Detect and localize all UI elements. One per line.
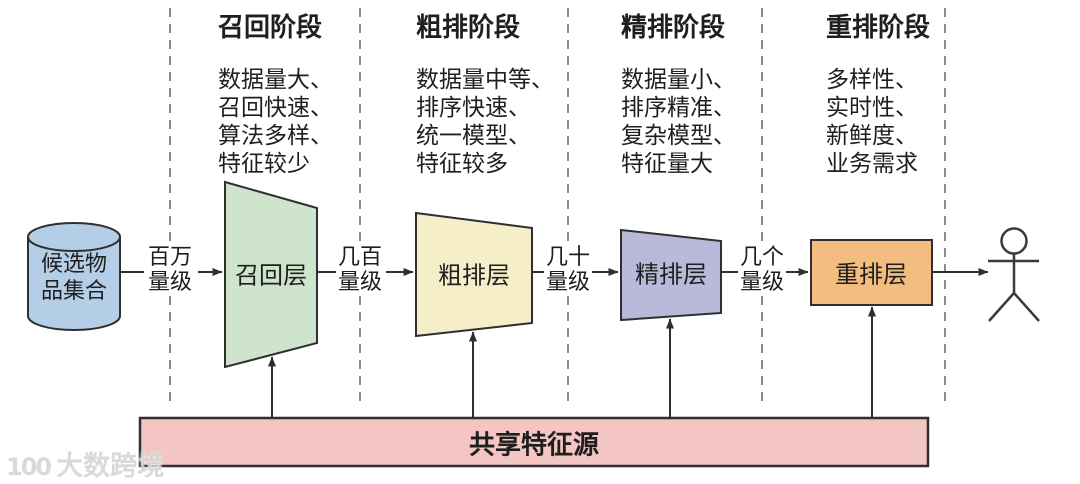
person-leg-left bbox=[988, 292, 1015, 322]
db-cylinder-top bbox=[27, 222, 121, 252]
shared-feature-bar bbox=[138, 416, 930, 468]
person-leg-right bbox=[1013, 292, 1040, 322]
rerank-layer-label: 重排层 bbox=[835, 260, 907, 289]
rerank-layer-shape bbox=[810, 239, 933, 306]
feature-feed-arrows bbox=[268, 306, 876, 418]
person-head bbox=[1000, 227, 1028, 255]
stage-title-coarse: 粗排阶段 bbox=[416, 13, 521, 43]
db-cylinder-body bbox=[27, 237, 121, 331]
shared-feature-bar-label: 共享特征源 bbox=[468, 430, 600, 461]
stage-desc-coarse: 数据量中等、 排序快速、 统一模型、 特征较多 bbox=[416, 67, 554, 177]
recall-layer-shape bbox=[224, 180, 318, 369]
watermark-logo-icon: 100 bbox=[6, 453, 52, 481]
coarse-layer-shape bbox=[415, 211, 533, 338]
recall-layer-label: 召回层 bbox=[235, 261, 307, 290]
stage-desc-recall: 数据量大、 召回快速、 算法多样、 特征较少 bbox=[218, 67, 333, 177]
flow-label-hundreds: 几百 量级 bbox=[335, 245, 385, 295]
flow-label-few: 几个 量级 bbox=[737, 245, 787, 295]
stage-desc-fine: 数据量小、 排序精准、 复杂模型、 特征量大 bbox=[621, 67, 736, 177]
candidate-pool-label: 候选物 品集合 bbox=[40, 252, 108, 304]
candidate-db-cylinder-icon bbox=[27, 222, 121, 331]
stage-divider-lines bbox=[169, 8, 946, 402]
stage-desc-rerank: 多样性、 实时性、 新鲜度、 业务需求 bbox=[826, 67, 918, 177]
user-person-icon bbox=[988, 227, 1040, 322]
stage-title-fine: 精排阶段 bbox=[621, 13, 726, 43]
stage-title-rerank: 重排阶段 bbox=[826, 13, 931, 43]
flow-label-tens: 几十 量级 bbox=[543, 245, 593, 295]
fine-layer-shape bbox=[620, 228, 722, 322]
fine-layer-label: 精排层 bbox=[635, 260, 707, 289]
watermark-text: 大数跨境 bbox=[56, 451, 165, 482]
flow-label-millions: 百万 量级 bbox=[145, 245, 195, 295]
coarse-layer-label: 粗排层 bbox=[438, 261, 510, 290]
stage-title-recall: 召回阶段 bbox=[218, 13, 323, 43]
